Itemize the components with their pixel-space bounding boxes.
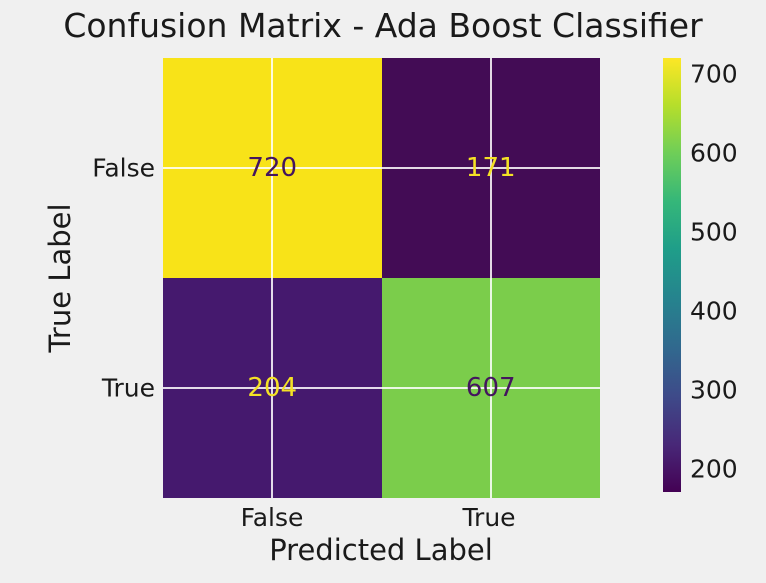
x-tick-false: False [240,503,304,532]
colorbar-tick-label: 200 [690,454,738,484]
colorbar-tick-label: 300 [690,375,738,405]
gridline-vertical [489,58,492,498]
cell-value: 171 [465,153,516,183]
heatmap-grid: 720 171 204 607 [163,58,600,498]
cell-value: 720 [247,153,298,183]
colorbar-tick-label: 600 [690,138,738,168]
y-tick-true: True [101,373,155,403]
colorbar-tick-label: 700 [690,59,738,89]
cell-value: 204 [247,373,298,403]
y-tick-false: False [92,153,155,183]
gridline-horizontal [163,387,600,389]
colorbar-ticks: 700 600 500 400 300 200 [690,58,760,492]
gridline-horizontal [163,167,600,169]
colorbar [663,58,681,492]
x-tick-true: True [462,503,516,532]
colorbar-tick-label: 500 [690,217,738,247]
gridline-vertical [271,58,274,498]
chart-title: Confusion Matrix - Ada Boost Classifier [63,6,703,45]
colorbar-tick-label: 400 [690,296,738,326]
y-axis-label: True Label [43,203,77,353]
cell-value: 607 [465,373,516,403]
x-axis-label: Predicted Label [269,533,493,567]
